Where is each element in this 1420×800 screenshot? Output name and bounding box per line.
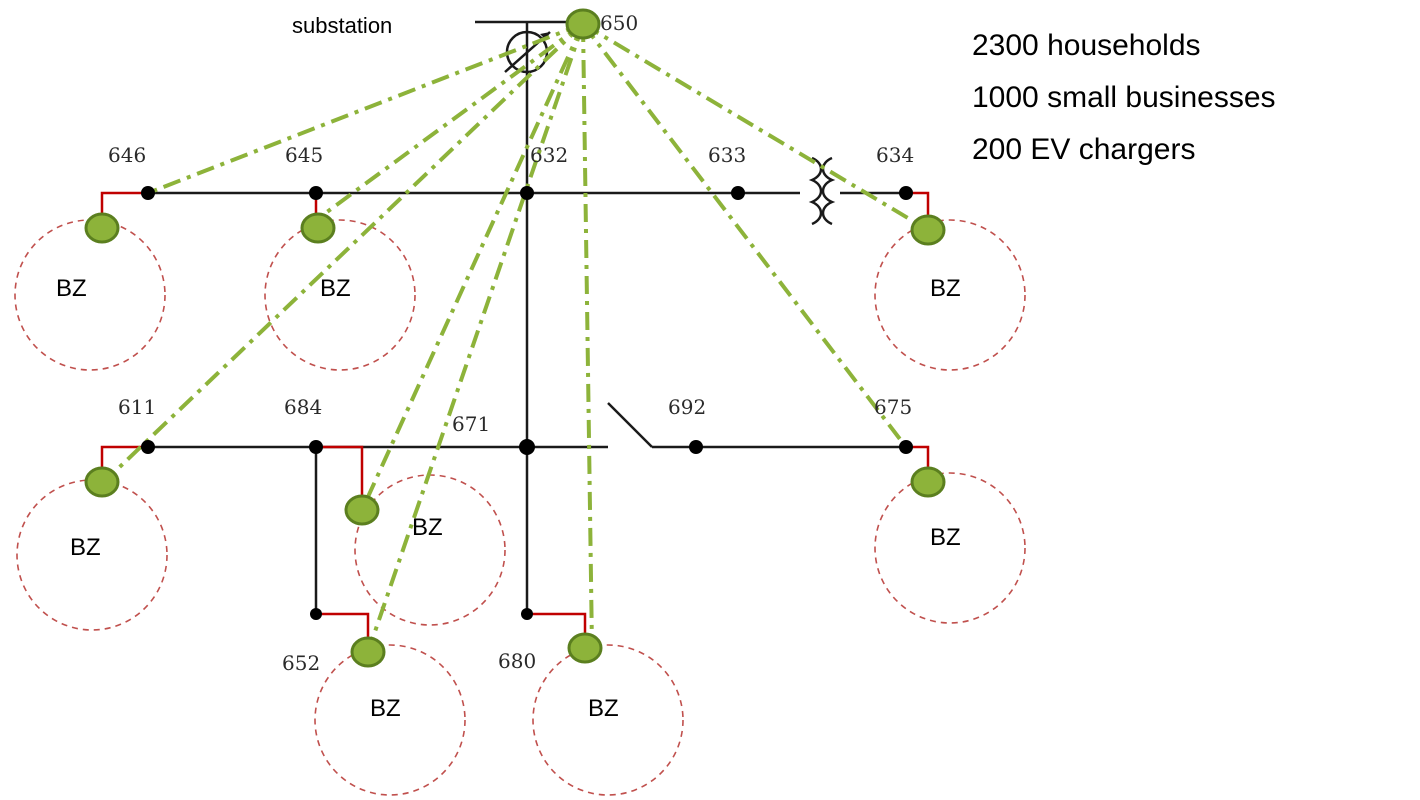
comm-link-652 bbox=[366, 23, 585, 653]
node-611 bbox=[141, 440, 155, 454]
comm-link-675 bbox=[581, 22, 908, 449]
meter-680 bbox=[567, 632, 603, 664]
meter-650 bbox=[565, 8, 601, 40]
comm-link-684 bbox=[360, 23, 585, 511]
meter-675 bbox=[910, 466, 946, 498]
node-652 bbox=[310, 608, 322, 620]
feeder-connections bbox=[100, 191, 930, 652]
business-zone-634 bbox=[874, 219, 1026, 371]
zone-label-684: BZ bbox=[412, 514, 443, 541]
node-684 bbox=[309, 440, 323, 454]
meter-652 bbox=[350, 636, 386, 668]
node-634 bbox=[899, 186, 913, 200]
stat-households: 2300 households bbox=[972, 29, 1201, 62]
zone-label-675: BZ bbox=[930, 524, 961, 551]
node-632 bbox=[520, 186, 534, 200]
node-labels: 650 646 645 632 633 634 611 684 671 692 … bbox=[108, 11, 914, 675]
bus-nodes bbox=[141, 186, 913, 620]
meter-634 bbox=[910, 214, 946, 246]
business-zone-652 bbox=[314, 644, 466, 796]
label-680: 680 bbox=[498, 649, 536, 673]
label-652: 652 bbox=[282, 651, 320, 675]
business-zone-684 bbox=[354, 474, 506, 626]
node-633 bbox=[731, 186, 745, 200]
zone-label-645: BZ bbox=[320, 275, 351, 302]
label-675: 675 bbox=[874, 395, 912, 419]
label-671: 671 bbox=[452, 412, 490, 436]
label-633: 633 bbox=[708, 143, 746, 167]
label-692: 692 bbox=[668, 395, 706, 419]
communication-links bbox=[102, 22, 930, 653]
comm-link-646 bbox=[147, 22, 584, 195]
substation-label: substation bbox=[292, 13, 392, 38]
comm-link-680 bbox=[581, 23, 594, 649]
stat-ev-chargers: 200 EV chargers bbox=[972, 133, 1195, 166]
label-646: 646 bbox=[108, 143, 146, 167]
meter-646 bbox=[84, 212, 120, 244]
node-675 bbox=[899, 440, 913, 454]
stat-small-businesses: 1000 small businesses bbox=[972, 81, 1276, 114]
label-632: 632 bbox=[530, 143, 568, 167]
meter-611 bbox=[84, 466, 120, 498]
zone-label-634: BZ bbox=[930, 275, 961, 302]
zone-label-652: BZ bbox=[370, 695, 401, 722]
business-zone-680 bbox=[532, 644, 684, 796]
comm-link-634 bbox=[581, 22, 930, 232]
transformer-coil-left bbox=[808, 156, 823, 226]
label-611: 611 bbox=[118, 395, 156, 419]
network-buses bbox=[148, 20, 906, 614]
label-645: 645 bbox=[285, 143, 323, 167]
label-650: 650 bbox=[600, 11, 638, 35]
zone-label-646: BZ bbox=[56, 275, 87, 302]
feeder-684 bbox=[316, 445, 364, 510]
stats-block: 2300 households 1000 small businesses 20… bbox=[972, 29, 1276, 166]
business-zones bbox=[14, 219, 1026, 796]
node-692 bbox=[689, 440, 703, 454]
node-671 bbox=[519, 439, 535, 455]
zone-label-611: BZ bbox=[70, 534, 101, 561]
meter-645 bbox=[300, 212, 336, 244]
business-zone-645 bbox=[264, 219, 416, 371]
node-646 bbox=[141, 186, 155, 200]
business-zone-646 bbox=[14, 219, 166, 371]
node-645 bbox=[309, 186, 323, 200]
comm-link-645 bbox=[314, 22, 585, 222]
switch-692 bbox=[607, 402, 653, 448]
zone-label-680: BZ bbox=[588, 695, 619, 722]
meter-684 bbox=[344, 494, 380, 526]
label-684: 684 bbox=[284, 395, 322, 419]
business-zone-675 bbox=[874, 472, 1026, 624]
regulator-arrow-head bbox=[540, 32, 550, 40]
zone-labels: BZ BZ BZ BZ BZ BZ BZ BZ bbox=[56, 275, 961, 722]
comm-link-611 bbox=[102, 22, 585, 484]
node-680 bbox=[521, 608, 533, 620]
smart-meters bbox=[84, 8, 946, 668]
label-634: 634 bbox=[876, 143, 914, 167]
